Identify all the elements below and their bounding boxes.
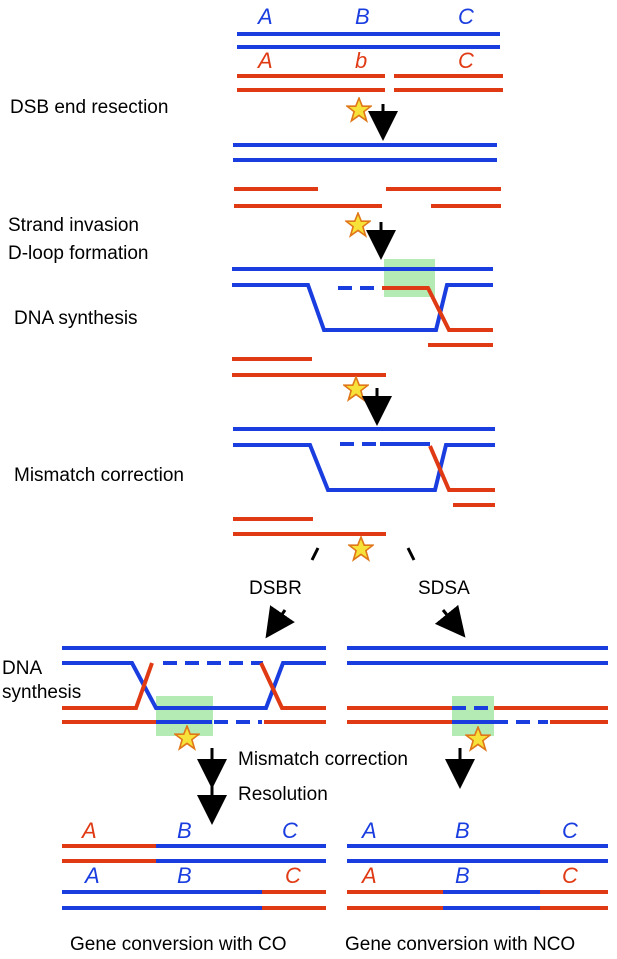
pathway-label-sdsa: SDSA [418,578,470,599]
outcome-label-co: Gene conversion with CO [70,934,287,955]
outcome-label-nco: Gene conversion with NCO [345,934,575,955]
star-icon [343,376,369,401]
star-icon [346,97,372,122]
star-icon [345,212,371,237]
allele-label: B [355,4,370,29]
blue-strand [233,443,495,492]
step-label-resolution: Resolution [238,784,328,805]
stage-initial: A B C A b C [237,4,503,92]
allele-label: C [282,818,298,843]
heteroduplex-highlight [452,696,494,736]
step-label-dna: DNA [2,658,42,679]
allele-label: A [256,48,273,73]
allele-label: A [256,4,273,29]
outcome-co: A B C A B C [62,818,326,910]
step-label-invasion: Strand invasion [8,215,139,236]
stage-resected [233,143,501,208]
step-label-dloop: D-loop formation [8,243,148,264]
allele-label: B [177,863,192,888]
outcome-nco: A B C A B C [347,818,608,910]
step-label-synthesis: DNA synthesis [14,308,138,329]
allele-label: C [458,4,474,29]
allele-label: B [177,818,192,843]
allele-label: B [455,818,470,843]
allele-label: C [458,48,474,73]
arrow-icon [265,605,295,639]
blue-strand [232,283,493,332]
red-strand [382,286,493,332]
allele-label: A [360,863,377,888]
red-strand [62,662,154,710]
blue-strand [62,661,326,710]
star-icon [348,536,374,561]
stage-mismatch [233,427,495,536]
heteroduplex-highlight [384,259,435,297]
allele-label: B [455,863,470,888]
allele-label: C [562,863,578,888]
arrow-icon [434,604,466,638]
branch-line [310,547,320,561]
stage-dloop [232,259,493,377]
heteroduplex-highlight [156,696,213,736]
step-label-mismatch2: Mismatch correction [238,749,408,770]
allele-label: A [360,818,377,843]
red-strand [259,662,326,710]
allele-label: C [285,863,301,888]
branch-line [406,547,416,561]
step-label-mismatch: Mismatch correction [14,465,184,486]
step-label-synthesis2: synthesis [2,682,81,703]
red-strand [428,445,495,492]
stage-sdsa [347,646,608,736]
allele-label: A [80,818,97,843]
step-label-resection: DSB end resection [10,97,168,118]
pathway-label-dsbr: DSBR [249,578,302,599]
allele-label: A [83,863,100,888]
allele-label: C [562,818,578,843]
allele-label: b [355,48,367,73]
stage-dsbr [62,646,326,736]
